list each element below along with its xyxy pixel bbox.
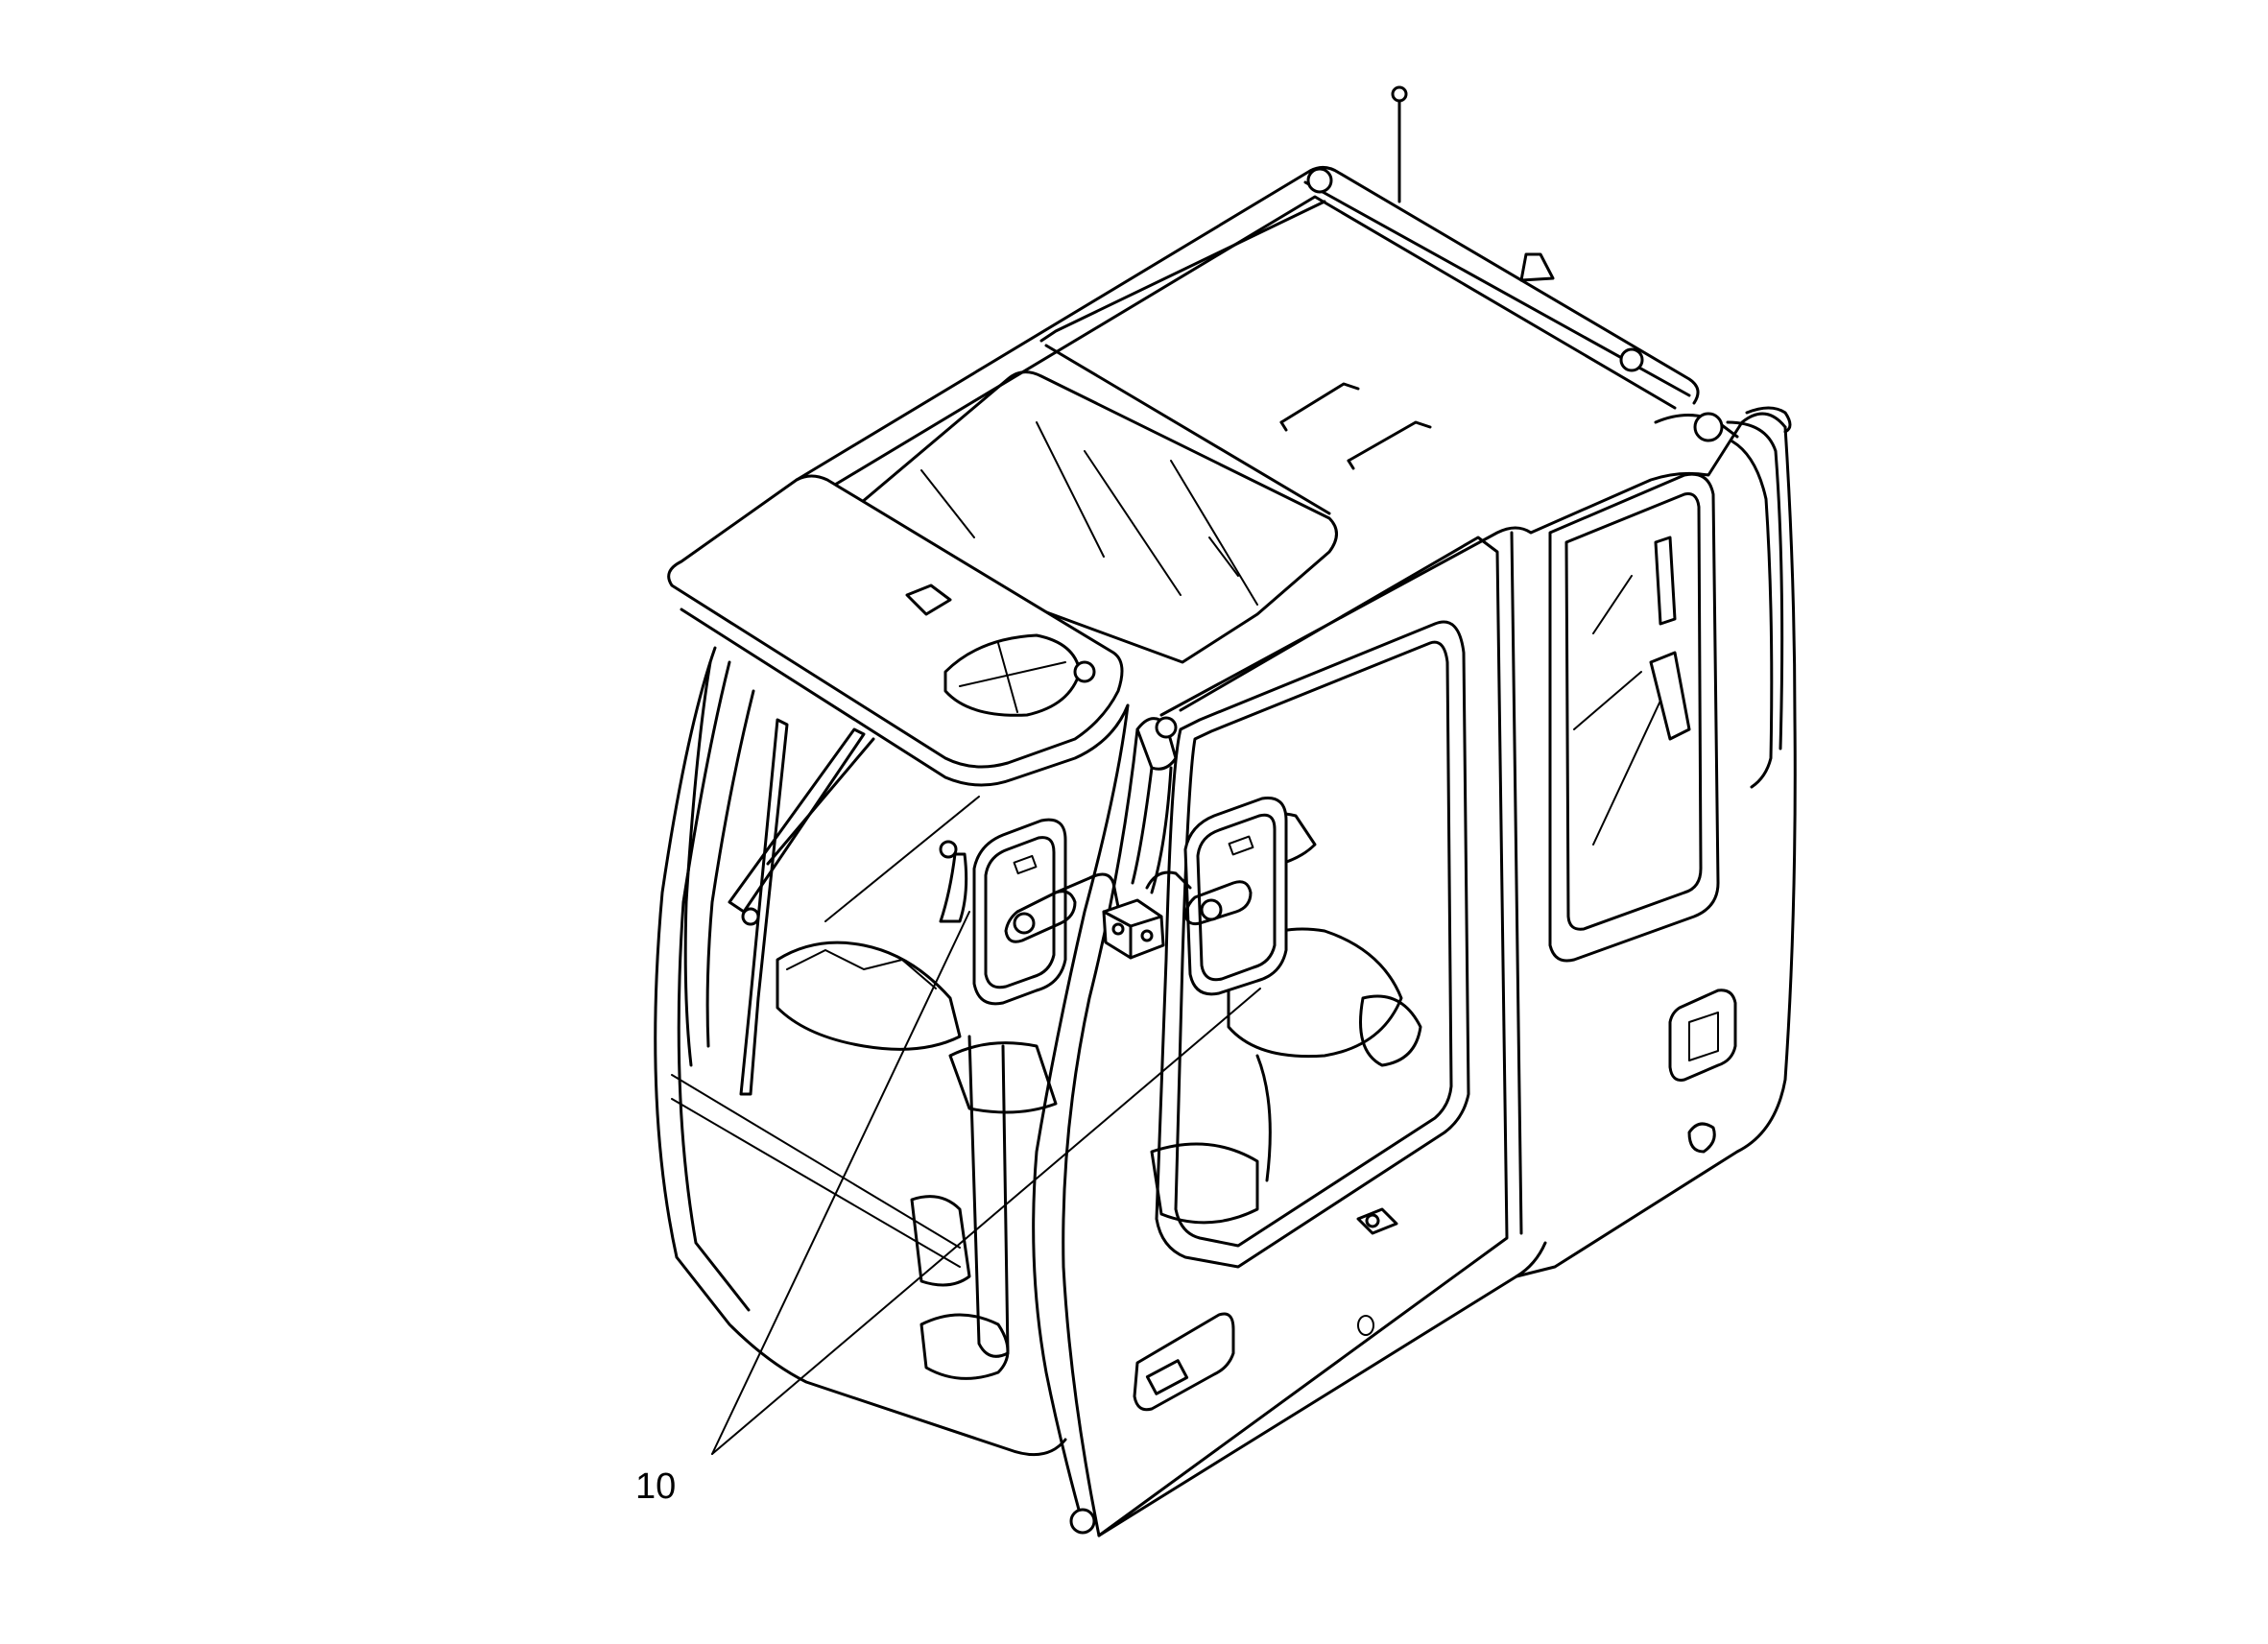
mirror-right [1145, 796, 1288, 996]
rear-panel [1668, 989, 1737, 1154]
rear-side-window [1548, 472, 1720, 963]
interior-console [776, 840, 1058, 1380]
front-visor [667, 474, 1130, 787]
wiper [728, 718, 875, 1096]
front-window [671, 660, 980, 1268]
sunroof-glass [841, 370, 1338, 664]
callout-leaders [711, 911, 1261, 1455]
cab-body [654, 406, 1797, 1537]
cab-roof [795, 166, 1700, 515]
mirror-left [972, 818, 1120, 1006]
pillar [1069, 716, 1178, 1535]
cab-door [1097, 531, 1523, 1537]
callout-label-10: 10 [635, 1466, 677, 1507]
mirror-mount-block [1102, 898, 1165, 960]
antenna [1391, 85, 1408, 203]
